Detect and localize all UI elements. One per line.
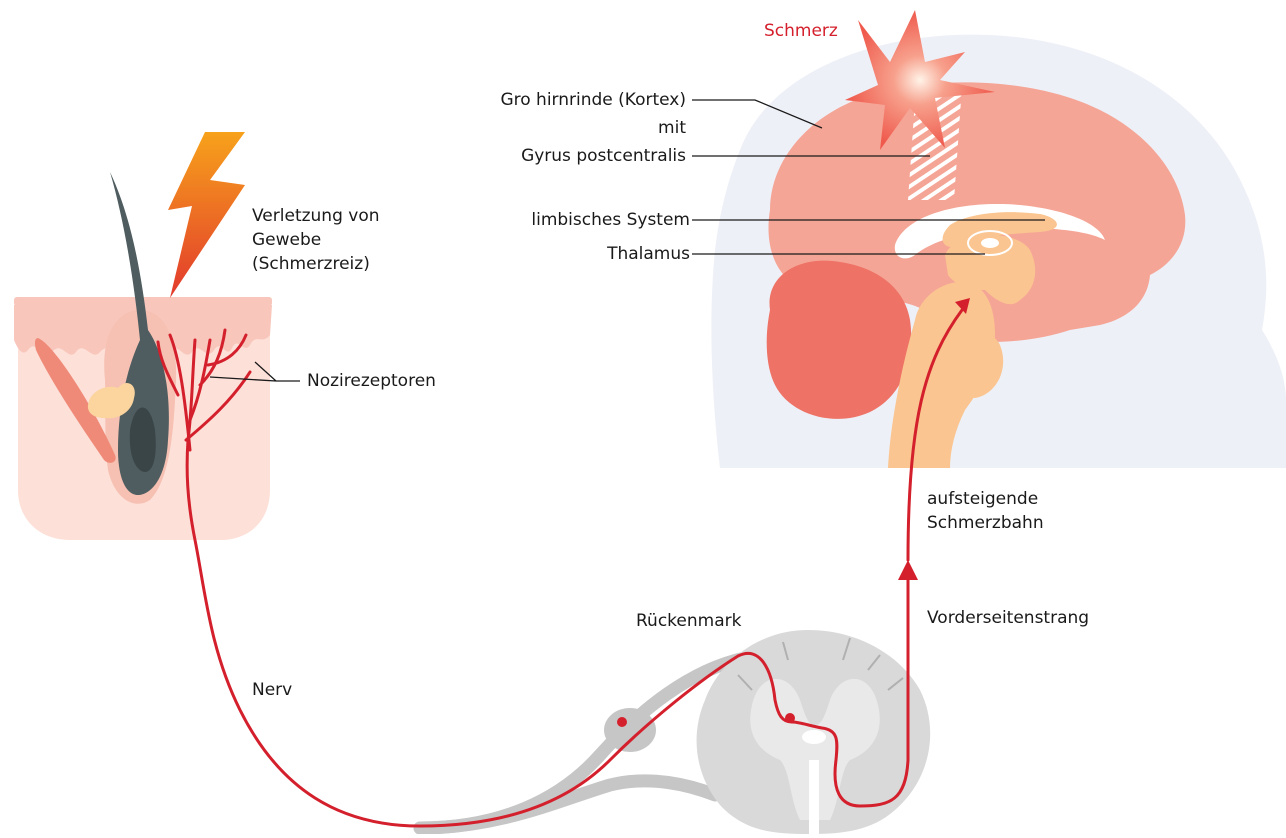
label-aufsteigend-line1: aufsteigende	[927, 487, 1044, 511]
label-verletzung-line3: (Schmerzreiz)	[252, 252, 380, 276]
lightning-icon	[168, 132, 245, 298]
label-kortex: Gro hirnrinde (Kortex) mit Gyrus postcen…	[440, 88, 686, 168]
label-nozirezeptoren: Nozirezeptoren	[307, 369, 436, 393]
label-nerv: Nerv	[252, 678, 292, 702]
label-verletzung: Verletzung von Gewebe (Schmerzreiz)	[252, 204, 380, 276]
label-thalamus: Thalamus	[440, 242, 690, 266]
central-canal	[802, 730, 826, 744]
synapse	[785, 713, 795, 723]
label-aufsteigende-schmerzbahn: aufsteigende Schmerzbahn	[927, 487, 1044, 535]
ganglion-cell-body	[617, 717, 627, 727]
label-verletzung-line1: Verletzung von	[252, 204, 380, 228]
label-vorderseitenstrang: Vorderseitenstrang	[927, 606, 1089, 630]
label-kortex-line1: Gro hirnrinde (Kortex)	[440, 88, 686, 112]
label-limbisch: limbisches System	[440, 208, 690, 232]
spinal-cord-illustration	[420, 630, 930, 834]
label-aufsteigend-line2: Schmerzbahn	[927, 511, 1044, 535]
label-kortex-line3: Gyrus postcentralis	[440, 144, 686, 168]
label-rueckenmark: Rückenmark	[636, 609, 741, 633]
dorsal-root-ganglion	[604, 708, 656, 752]
label-schmerz: Schmerz	[764, 19, 838, 43]
label-kortex-line2: mit	[440, 116, 686, 140]
cerebellum	[767, 261, 911, 419]
arrow-up-icon	[898, 560, 918, 580]
brain-illustration	[711, 10, 1286, 468]
skin-illustration	[14, 172, 272, 540]
label-verletzung-line2: Gewebe	[252, 228, 380, 252]
